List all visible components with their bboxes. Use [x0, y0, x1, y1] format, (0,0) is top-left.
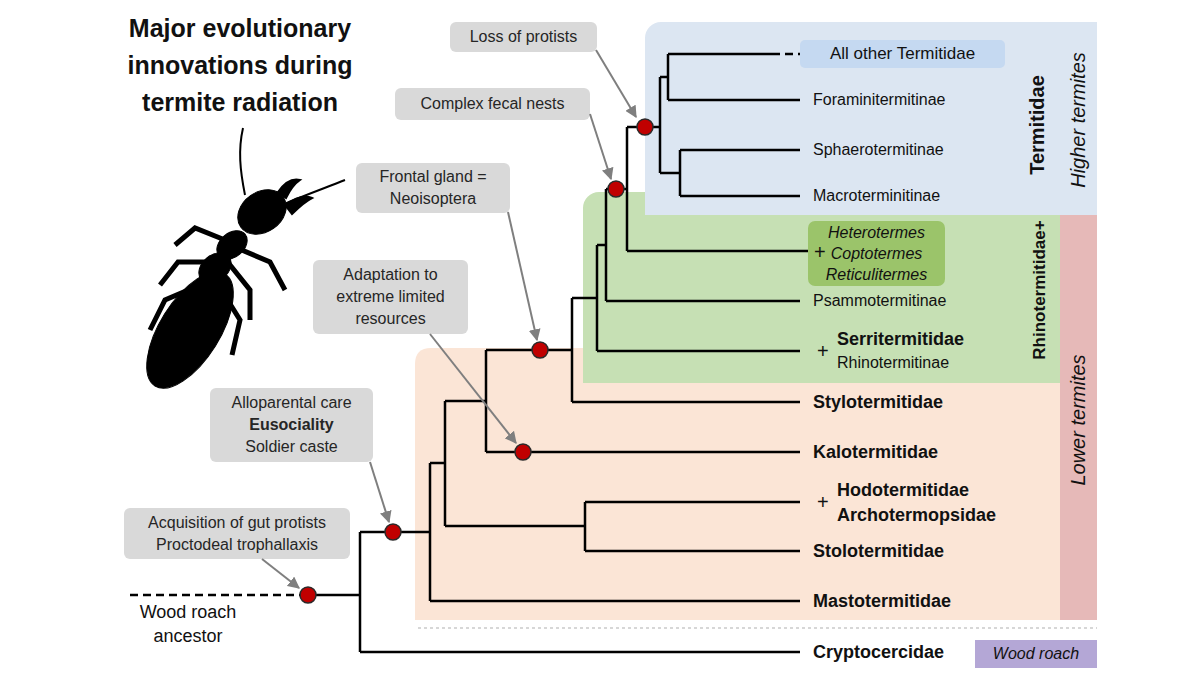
outgroup-box: Wood roach — [975, 640, 1097, 668]
taxon-label: Kalotermitidae — [813, 442, 938, 463]
node-text: Rhinotermitidae+ — [1030, 220, 1050, 359]
plus-sign: + — [814, 241, 826, 264]
taxon-label: Foraminitermitinae — [813, 91, 945, 109]
termitidae-band: Termitidae Higher termites All other Termi… — [645, 22, 1097, 215]
taxon-label: Wood roach ancestor — [128, 600, 248, 648]
node-text: Adaptation to extreme limited resources — [321, 264, 460, 330]
taxon-label: Stolotermitidae — [813, 541, 944, 562]
node-text: Complex fecal nests — [420, 93, 564, 115]
plus-sign: + — [817, 340, 829, 363]
node-text: Lower termites — [1067, 354, 1090, 485]
taxon-label: Sphaerotermitinae — [813, 141, 944, 159]
node-text: Soldier caste — [245, 436, 338, 458]
taxon-label: Archotermopsidae — [837, 505, 996, 526]
diagram-title: Major evolutionary innovations during te… — [95, 10, 385, 121]
node-text: Frontal gland = Neoisoptera — [364, 166, 502, 210]
callout-box: Adaptation to extreme limited resources — [313, 260, 468, 334]
lower-termites-band — [415, 348, 1060, 620]
node-text: Loss of protists — [470, 26, 578, 48]
node-text: Wood roach — [993, 643, 1079, 665]
taxon-label: Rhinotermitinae — [837, 354, 949, 372]
taxon-label: Psammotermitinae — [813, 292, 946, 310]
taxon-label: Hodotermitidae — [837, 480, 969, 501]
tip-box: Heterotermes Coptotermes Reticulitermes — [808, 221, 945, 286]
callout-box: Alloparental careEusocialitySoldier cast… — [210, 388, 373, 462]
callout-box: Loss of protists — [450, 22, 597, 52]
node-text: All other Termitidae — [830, 43, 975, 65]
callout-arrows — [262, 50, 636, 588]
node-text: Alloparental care — [231, 392, 351, 414]
taxon-label: Cryptocercidae — [813, 642, 944, 663]
taxon-label: Stylotermitidae — [813, 392, 943, 413]
plus-sign: + — [817, 491, 829, 514]
callout-box: Complex fecal nests — [395, 88, 590, 120]
dashed-branch — [130, 54, 800, 595]
callout-box: Acquisition of gut protistsProctodeal tr… — [124, 508, 350, 559]
node-text: Termitidae — [1026, 75, 1049, 175]
taxon-label: Macroterminitinae — [813, 187, 940, 205]
node-text: Eusociality — [249, 414, 333, 436]
callout-box: Frontal gland = Neoisoptera — [356, 163, 510, 213]
node-text: Higher termites — [1067, 52, 1090, 188]
lower-termites-strip: Lower termites — [1060, 215, 1097, 620]
innovation-dots — [300, 119, 653, 603]
tree-branches — [300, 54, 808, 652]
separator-line — [418, 627, 1097, 628]
node-text: Acquisition of gut protists — [148, 512, 326, 534]
taxon-label: Serritermitidae — [837, 329, 964, 350]
node-text: Proctodeal trophallaxis — [156, 534, 318, 556]
tip-box: All other Termitidae — [800, 40, 1005, 68]
node-text: Heterotermes Coptotermes Reticulitermes — [816, 222, 937, 285]
taxon-label: Mastotermitidae — [813, 591, 951, 612]
